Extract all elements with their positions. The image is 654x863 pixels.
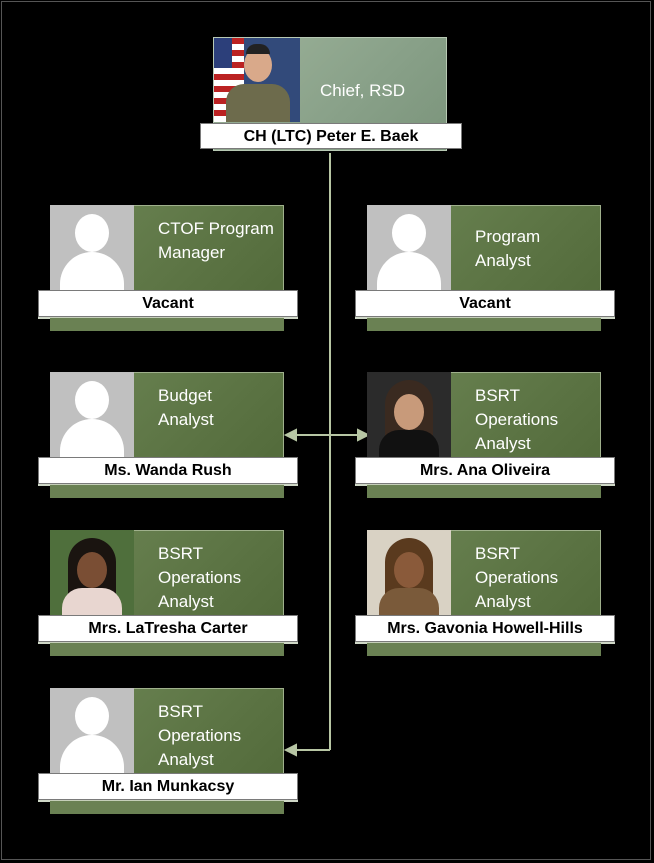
position-name: Mrs. Gavonia Howell-Hills bbox=[355, 615, 615, 642]
position-title: BSRT Operations Analyst bbox=[158, 544, 242, 611]
position-card-ian-munkacsy: BSRT Operations Analyst Mr. Ian Munkacsy bbox=[38, 688, 300, 814]
chief-card: Chief, RSD CH (LTC) Peter E. Baek bbox=[200, 37, 462, 153]
placeholder-avatar-icon bbox=[367, 205, 451, 291]
chief-photo bbox=[214, 38, 300, 122]
card-footer bbox=[50, 800, 284, 814]
position-name: Vacant bbox=[38, 290, 298, 317]
position-title: BSRT Operations Analyst bbox=[475, 544, 559, 611]
position-title: CTOF Program Manager bbox=[158, 219, 274, 262]
arrow-right-ana bbox=[357, 428, 371, 442]
chief-title: Chief, RSD bbox=[320, 81, 406, 100]
position-name: Vacant bbox=[355, 290, 615, 317]
position-card-gavonia-howell-hills: BSRT Operations Analyst Mrs. Gavonia How… bbox=[355, 530, 617, 656]
card-footer bbox=[367, 317, 601, 331]
position-card-program-analyst: Program Analyst Vacant bbox=[355, 205, 617, 331]
position-name: Mr. Ian Munkacsy bbox=[38, 773, 298, 800]
placeholder-avatar-icon bbox=[50, 688, 134, 774]
chief-name: CH (LTC) Peter E. Baek bbox=[200, 123, 462, 149]
person-photo bbox=[367, 530, 451, 616]
person-photo bbox=[50, 530, 134, 616]
position-title: BSRT Operations Analyst bbox=[158, 702, 242, 769]
arrow-left-ian bbox=[283, 743, 297, 757]
position-title: Budget Analyst bbox=[158, 386, 214, 429]
position-card-ctof-manager: CTOF Program Manager Vacant bbox=[38, 205, 300, 331]
card-footer bbox=[367, 484, 601, 498]
position-card-ana-oliveira: BSRT Operations Analyst Mrs. Ana Oliveir… bbox=[355, 372, 617, 498]
card-footer bbox=[50, 317, 284, 331]
position-name: Mrs. LaTresha Carter bbox=[38, 615, 298, 642]
arrow-left-budget bbox=[283, 428, 297, 442]
placeholder-avatar-icon bbox=[50, 372, 134, 458]
position-title: Program Analyst bbox=[475, 227, 541, 270]
card-footer bbox=[50, 642, 284, 656]
placeholder-avatar-icon bbox=[50, 205, 134, 291]
position-card-latresha-carter: BSRT Operations Analyst Mrs. LaTresha Ca… bbox=[38, 530, 300, 656]
position-title: BSRT Operations Analyst bbox=[475, 386, 559, 453]
position-name: Mrs. Ana Oliveira bbox=[355, 457, 615, 484]
position-card-budget-analyst: Budget Analyst Ms. Wanda Rush bbox=[38, 372, 300, 498]
person-photo bbox=[367, 372, 451, 458]
card-footer bbox=[50, 484, 284, 498]
card-footer bbox=[367, 642, 601, 656]
position-name: Ms. Wanda Rush bbox=[38, 457, 298, 484]
